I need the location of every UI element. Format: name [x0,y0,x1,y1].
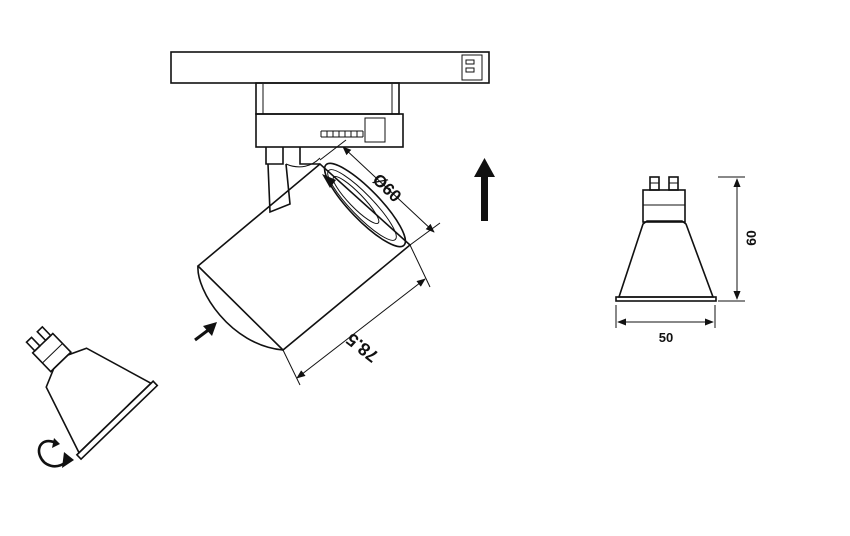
length-label: 78.5 [342,329,382,366]
arrow-up-right-icon [194,322,217,342]
track-end-connector [461,54,483,81]
adapter-housing [255,82,400,115]
track-adapter [170,51,490,148]
adapter-base [255,113,404,148]
gu10-bulb-side-view [615,176,717,302]
length-dimension: 78.5 [282,244,431,386]
bulb-width-label: 50 [659,330,673,345]
bulb-height-label: 60 [743,230,759,246]
diameter-dimension: Ø60 [319,139,441,246]
adapter-switch [320,117,386,143]
gu10-bulb-tilted [25,325,159,461]
arrow-up-icon [474,158,495,221]
rotate-icon [37,438,74,468]
bulb-width-dimension: 50 [615,305,716,345]
track-rail [170,51,490,84]
bulb-height-dimension: 60 [718,176,759,302]
fixture-arm [265,147,321,214]
bulb-pins [649,176,679,191]
